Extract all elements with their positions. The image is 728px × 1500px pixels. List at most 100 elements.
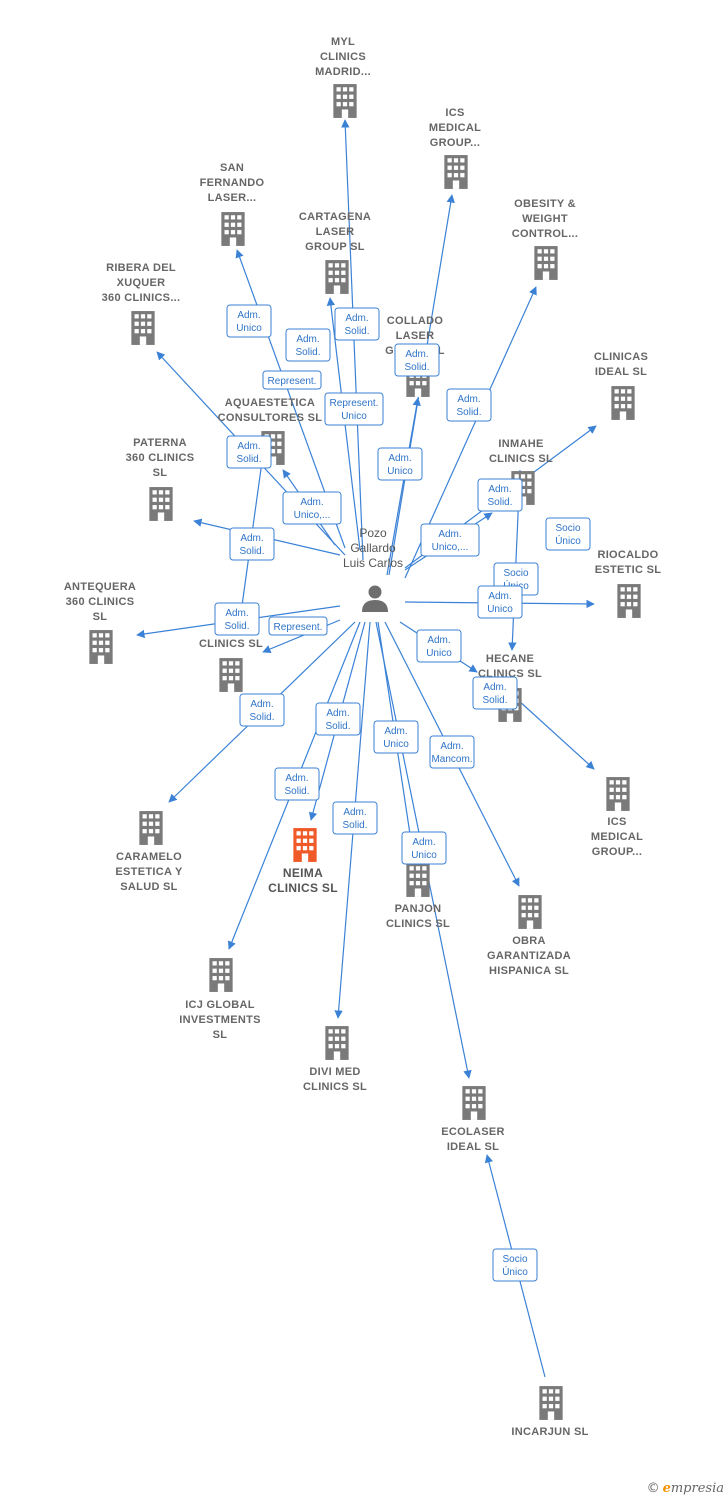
building-icon	[606, 777, 630, 811]
company-node[interactable]: AQUAESTETICA CONSULTORES SL	[218, 397, 323, 465]
relation-label[interactable]: Adm.Solid.	[226, 435, 272, 469]
relation-label-text: Adm.Unico	[426, 635, 452, 659]
company-label-line: WEIGHT	[522, 213, 568, 225]
company-label-line: AQUAESTETICA	[225, 397, 315, 409]
building-icon	[325, 1026, 349, 1060]
relation-label[interactable]: Adm.Unico,...	[420, 523, 480, 557]
relation-label-box	[229, 527, 275, 561]
relation-label[interactable]: Adm.Unico,...	[282, 491, 342, 525]
relation-label-box	[545, 517, 591, 551]
company-label-line: ECOLASER	[441, 1126, 505, 1138]
relation-label[interactable]: Adm.Solid.	[394, 343, 440, 377]
copyright-symbol: ©	[646, 1481, 660, 1496]
relation-label[interactable]: Adm.Solid.	[214, 602, 260, 636]
company-label-line: ICS	[445, 107, 464, 119]
relation-label[interactable]: Adm.Solid.	[239, 693, 285, 727]
relation-label[interactable]: Represent.Unico	[324, 392, 384, 426]
relation-label-box	[239, 693, 285, 727]
person-icon-body	[362, 600, 388, 612]
relation-label-text: Adm.Unico,...	[432, 529, 469, 553]
relation-label[interactable]: Adm.Solid.	[332, 801, 378, 835]
company-label-line: GROUP...	[592, 846, 643, 858]
company-label-line: CLINICS SL	[199, 638, 263, 650]
company-label-line: CONTROL...	[512, 228, 579, 240]
relation-label-text: Represent.Unico	[330, 398, 379, 422]
relation-label-text: Adm.Solid.	[295, 334, 320, 358]
relation-label[interactable]: Adm.Solid.	[315, 702, 361, 736]
relation-label[interactable]: Adm.Unico	[401, 831, 447, 865]
brand-name: mpresia	[670, 1481, 724, 1496]
company-label-line: 360 CLINICS	[66, 596, 135, 608]
building-icon	[518, 895, 542, 929]
relation-label[interactable]: Adm.Unico	[373, 720, 419, 754]
building-icon	[219, 658, 243, 692]
company-label-line: ICS	[607, 816, 626, 828]
relation-label[interactable]: Adm.Unico	[377, 447, 423, 481]
relation-label-text: Adm.Solid.	[284, 773, 309, 797]
relation-edge	[517, 699, 595, 770]
company-label-line: CONSULTORES SL	[218, 412, 323, 424]
company-label-line: LASER	[396, 330, 435, 342]
company-label-line: PATERNA	[133, 437, 187, 449]
relation-label-box	[373, 720, 419, 754]
building-icon	[325, 260, 349, 294]
company-label-line: ICJ GLOBAL	[185, 999, 255, 1011]
relation-label-box	[477, 585, 523, 619]
relation-label-box	[315, 702, 361, 736]
company-node[interactable]: INCARJUN SL	[511, 1386, 588, 1438]
relation-label[interactable]: Adm.Solid.	[477, 478, 523, 512]
relation-label-box	[429, 735, 475, 769]
relation-label[interactable]: Adm.Solid.	[229, 527, 275, 561]
relation-label[interactable]: Adm.Unico	[226, 304, 272, 338]
building-icon	[221, 212, 245, 246]
relation-label-text: Adm.Solid.	[344, 313, 369, 337]
relation-label-box	[285, 328, 331, 362]
relation-label[interactable]: Adm.Solid.	[334, 307, 380, 341]
relation-label-box	[332, 801, 378, 835]
relation-label[interactable]: Adm.Unico	[477, 585, 523, 619]
company-label-line: 360 CLINICS...	[102, 292, 181, 304]
relation-label-text: Adm.Solid.	[342, 807, 367, 831]
relation-label[interactable]: Adm.Solid.	[285, 328, 331, 362]
brand-initial: e	[662, 1481, 671, 1496]
relation-label-text: Adm.Solid.	[456, 394, 481, 418]
relation-label[interactable]: Adm.Solid.	[446, 388, 492, 422]
relation-label[interactable]: Adm.Solid.	[274, 767, 320, 801]
building-icon	[89, 630, 113, 664]
relation-label[interactable]: Adm.Solid.	[472, 676, 518, 710]
relation-label[interactable]: Represent.	[262, 370, 322, 390]
relation-label[interactable]: Adm.Mancom.	[429, 735, 475, 769]
relation-label-box	[446, 388, 492, 422]
relation-label-box	[334, 307, 380, 341]
company-label-line: COLLADO	[387, 315, 444, 327]
relation-label[interactable]: Adm.Unico	[416, 629, 462, 663]
company-label-line: RIBERA DEL	[106, 262, 176, 274]
relation-label[interactable]: Represent.	[268, 616, 328, 636]
relation-label-text: Adm.Unico	[383, 726, 409, 750]
